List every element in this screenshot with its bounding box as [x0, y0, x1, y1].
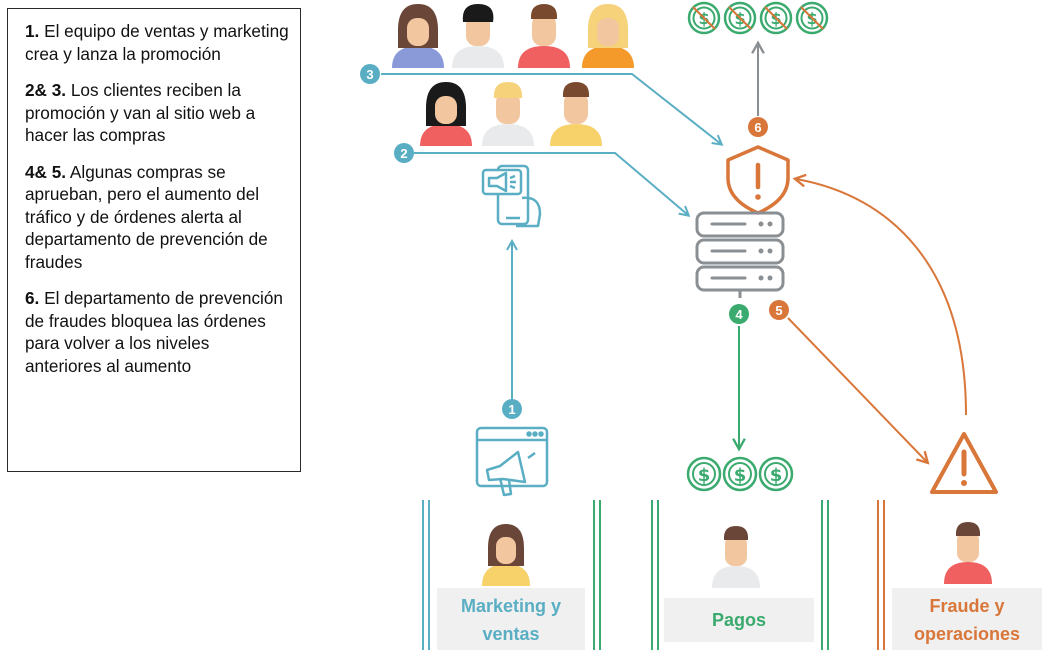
- dollar-coin-icon: $: [722, 456, 758, 492]
- steps-textbox: 1. El equipo de ventas y marketing crea …: [7, 8, 301, 472]
- badge-3: 3: [360, 64, 380, 84]
- dollar-coin-icon: $: [723, 1, 757, 35]
- browser-megaphone-icon: [475, 426, 549, 497]
- person-icon: [518, 4, 570, 68]
- column-dividers: [422, 500, 885, 650]
- svg-text:2: 2: [400, 146, 407, 161]
- dollar-coin-icon: $: [687, 1, 721, 35]
- svg-text:5: 5: [775, 303, 782, 318]
- svg-text:6: 6: [754, 120, 761, 135]
- phone-megaphone-icon: [481, 164, 542, 228]
- dept-box-fraud: [892, 588, 1042, 650]
- arrow-3: [381, 73, 721, 144]
- svg-text:3: 3: [366, 67, 373, 82]
- badge-4: 4: [729, 304, 749, 324]
- person-icon: [550, 82, 602, 146]
- svg-text:$: $: [734, 465, 747, 486]
- blocked-coins: $ $ $ $: [687, 1, 829, 35]
- badge-6: 6: [748, 117, 768, 137]
- badge-2: 2: [394, 143, 414, 163]
- shield-alert-icon: [726, 145, 790, 215]
- person-icon: [420, 82, 472, 146]
- person-icon: [482, 82, 534, 146]
- dept-box-marketing: [437, 588, 585, 650]
- arrow-5: [787, 317, 927, 462]
- customers-row-bottom: [420, 82, 602, 146]
- dollar-coin-icon: $: [759, 1, 793, 35]
- person-icon: [712, 526, 760, 588]
- person-icon: [482, 524, 530, 586]
- svg-text:$: $: [770, 465, 783, 486]
- person-icon: [452, 4, 504, 68]
- step-2-3: 2& 3. Los clientes reciben la promoción …: [25, 80, 256, 145]
- badge-5: 5: [769, 300, 789, 320]
- dept-label-marketing: Marketing y ventas: [460, 596, 562, 644]
- svg-text:4: 4: [735, 307, 743, 322]
- step-1: 1. El equipo de ventas y marketing crea …: [25, 21, 289, 64]
- arrow-2: [414, 152, 688, 215]
- dollar-coin-icon: $: [686, 456, 722, 492]
- step-6: 6. El departamento de prevención de frau…: [25, 288, 283, 376]
- warning-triangle-icon: [930, 432, 998, 494]
- server-icon: [695, 211, 785, 298]
- flow-arrows: [381, 44, 967, 462]
- customers-row-top: [392, 4, 634, 68]
- dept-box-payments: [664, 598, 814, 642]
- approved-coins: $ $ $: [686, 456, 794, 492]
- step-4-5: 4& 5. Algunas compras se aprueban, pero …: [25, 161, 268, 272]
- dollar-coin-icon: $: [758, 456, 794, 492]
- person-icon: [392, 4, 444, 68]
- svg-text:1: 1: [508, 402, 515, 417]
- person-icon: [944, 522, 992, 584]
- svg-text:$: $: [698, 465, 711, 486]
- badge-1: 1: [502, 399, 522, 419]
- dept-label-fraud: Fraude y operaciones: [913, 596, 1021, 644]
- dept-label-payments: Pagos: [711, 610, 767, 630]
- arrow-feedback: [796, 179, 967, 416]
- person-icon: [582, 4, 634, 68]
- dollar-coin-icon: $: [795, 1, 829, 35]
